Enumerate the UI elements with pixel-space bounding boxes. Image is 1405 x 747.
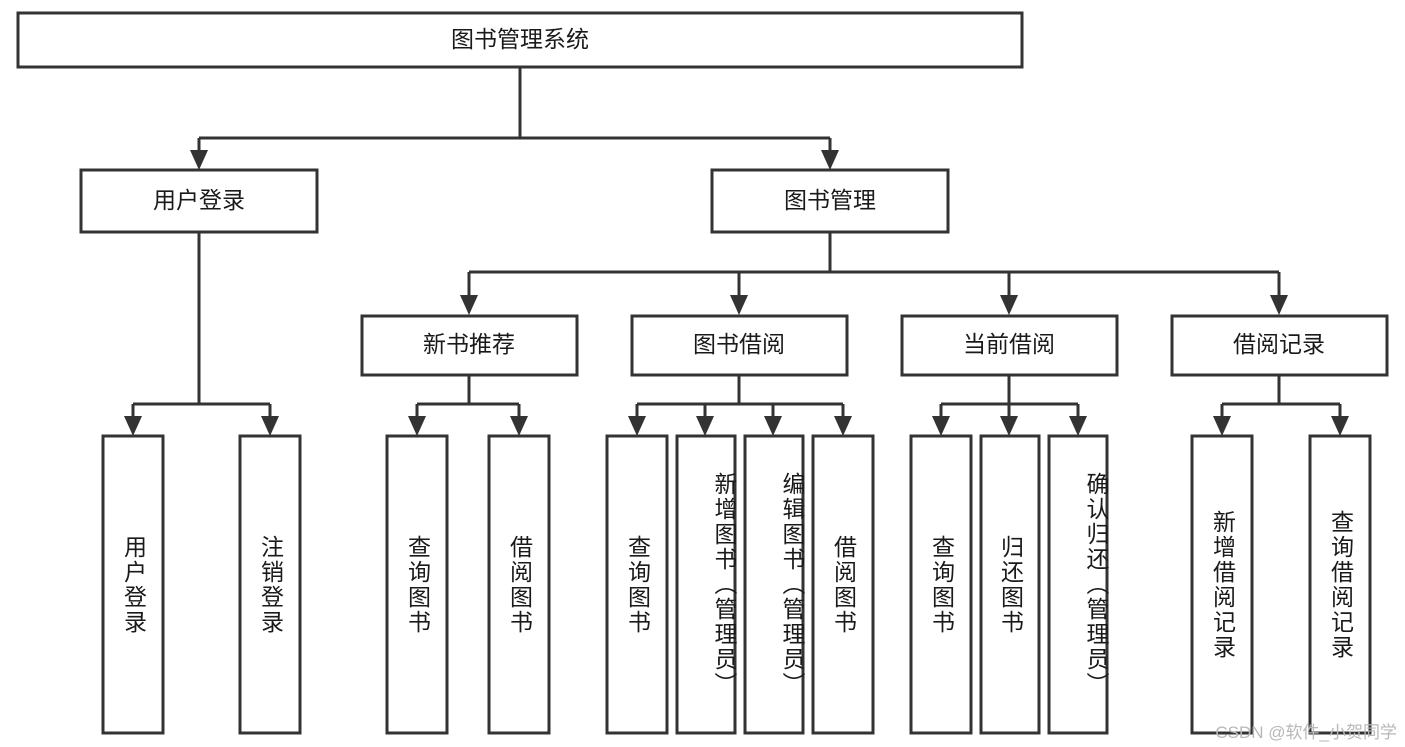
connector-userlogin-to-leaves [124,232,279,436]
leaf-box-query-borrow-record[interactable] [1308,434,1372,735]
node-new-book-recommend-label: 新书推荐 [423,331,515,357]
node-book-borrow[interactable]: 图书借阅 [630,314,849,377]
node-borrow-record[interactable]: 借阅记录 [1170,314,1389,377]
leaf-boxes [101,434,1372,735]
leaf-box-add-borrow-record[interactable] [1190,434,1254,735]
watermark-text: CSDN @软件_小贺同学 [1215,723,1397,742]
leaf-box-query-book-recommend[interactable] [385,434,449,735]
node-book-borrow-label: 图书借阅 [693,331,785,357]
node-current-borrow[interactable]: 当前借阅 [900,314,1119,377]
leaf-box-borrow-book[interactable] [811,434,875,735]
connector-bookborrow-to-leaves [628,375,852,436]
node-user-login-label: 用户登录 [153,187,245,213]
leaf-box-query-book-current[interactable] [909,434,973,735]
leaf-box-return-book[interactable] [979,434,1041,735]
node-book-management-label: 图书管理 [784,187,876,213]
connector-borrowrecord-to-leaves [1213,375,1349,436]
node-user-login[interactable]: 用户登录 [79,168,319,234]
node-root-label: 图书管理系统 [451,26,589,52]
node-root[interactable]: 图书管理系统 [16,11,1024,69]
node-borrow-record-label: 借阅记录 [1233,331,1325,357]
leaf-box-borrow-book-recommend[interactable] [487,434,551,735]
leaf-box-add-book-admin[interactable] [675,434,737,735]
connector-bookmgmt-to-level2 [460,232,1288,315]
leaf-box-user-login[interactable] [101,434,165,735]
connector-newbook-to-leaves [408,375,528,436]
node-book-management[interactable]: 图书管理 [710,168,950,234]
leaf-box-confirm-return-admin[interactable] [1047,434,1109,735]
leaf-box-query-book-borrow[interactable] [605,434,669,735]
connector-root-to-level1 [190,67,839,170]
node-new-book-recommend[interactable]: 新书推荐 [360,314,579,377]
node-current-borrow-label: 当前借阅 [963,331,1055,357]
leaf-box-logout-login[interactable] [238,434,302,735]
leaf-box-edit-book-admin[interactable] [743,434,805,735]
connector-currentborrow-to-leaves [932,375,1087,436]
